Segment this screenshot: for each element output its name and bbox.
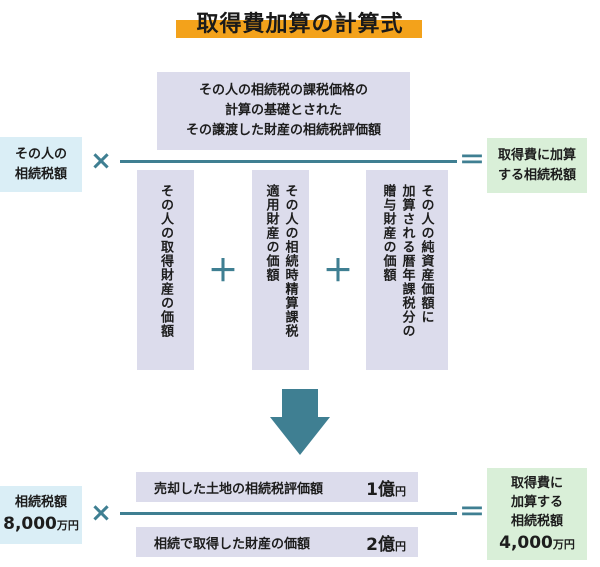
example-denominator-box: 相続で取得した財産の価額 2億円	[136, 527, 418, 557]
denominator-box-1: その人の取得財産の価額	[137, 170, 194, 370]
denominator-text-1: その人の取得財産の価額	[158, 184, 173, 338]
example-result-box: 取得費に 加算する 相続税額 4,000万円	[487, 468, 587, 560]
example-numerator-unit: 円	[395, 484, 406, 498]
example-tax-label: 相続税額	[14, 495, 67, 510]
numerator-line-1: その人の相続税の課税価格の	[198, 83, 368, 98]
title-highlight	[176, 20, 422, 38]
plus-operator-2: ＋	[323, 254, 353, 289]
denominator-text-2: その人の相続時精算課税 適用財産の価額	[263, 184, 298, 338]
tax-amount-line-2: 相続税額	[14, 166, 67, 182]
fraction-line	[120, 160, 457, 163]
example-result-line-3: 相続税額	[510, 514, 563, 529]
numerator-box: その人の相続税の課税価格の 計算の基礎とされた その譲渡した財産の相続税評価額	[157, 72, 410, 150]
tax-amount-box: その人の 相続税額	[0, 137, 82, 192]
plus-operator-1: ＋	[208, 254, 238, 289]
denominator-box-3: その人の純資産価額に 加算される暦年課税分の 贈与財産の価額	[366, 170, 448, 370]
numerator-line-2: 計算の基礎とされた	[224, 103, 342, 118]
example-numerator-text: 売却した土地の相続税評価額	[154, 481, 324, 497]
example-numerator-value: 1億	[366, 479, 395, 500]
example-tax-value: 8,000	[3, 514, 57, 534]
page-title: 取得費加算の計算式	[196, 12, 404, 37]
example-result-line-1: 取得費に	[510, 476, 563, 491]
example-equals-operator: ＝	[458, 498, 485, 528]
result-box: 取得費に加算 する相続税額	[487, 138, 587, 193]
example-denominator-unit: 円	[395, 539, 406, 553]
result-line-2: する相続税額	[497, 167, 576, 183]
denominator-text-3: その人の純資産価額に 加算される暦年課税分の 贈与財産の価額	[380, 184, 434, 338]
example-result-unit: 万円	[552, 538, 575, 551]
example-fraction-line	[120, 512, 457, 515]
down-arrow-stem	[282, 389, 318, 419]
example-result-line-2: 加算する	[510, 495, 563, 510]
numerator-line-3: その譲渡した財産の相続税評価額	[185, 123, 381, 138]
result-line-1: 取得費に加算	[497, 147, 576, 163]
example-tax-unit: 万円	[56, 519, 79, 532]
example-numerator-box: 売却した土地の相続税評価額 1億円	[136, 472, 418, 502]
example-result-value: 4,000	[499, 533, 553, 553]
tax-amount-line-1: その人の	[14, 146, 67, 162]
example-tax-box: 相続税額 8,000万円	[0, 486, 82, 544]
multiply-operator: ×	[90, 146, 112, 176]
denominator-box-2: その人の相続時精算課税 適用財産の価額	[252, 170, 309, 370]
example-denominator-text: 相続で取得した財産の価額	[154, 536, 311, 552]
down-arrow-icon	[270, 417, 330, 455]
example-multiply-operator: ×	[90, 498, 112, 528]
equals-operator: ＝	[458, 146, 485, 176]
example-denominator-value: 2億	[366, 534, 395, 555]
